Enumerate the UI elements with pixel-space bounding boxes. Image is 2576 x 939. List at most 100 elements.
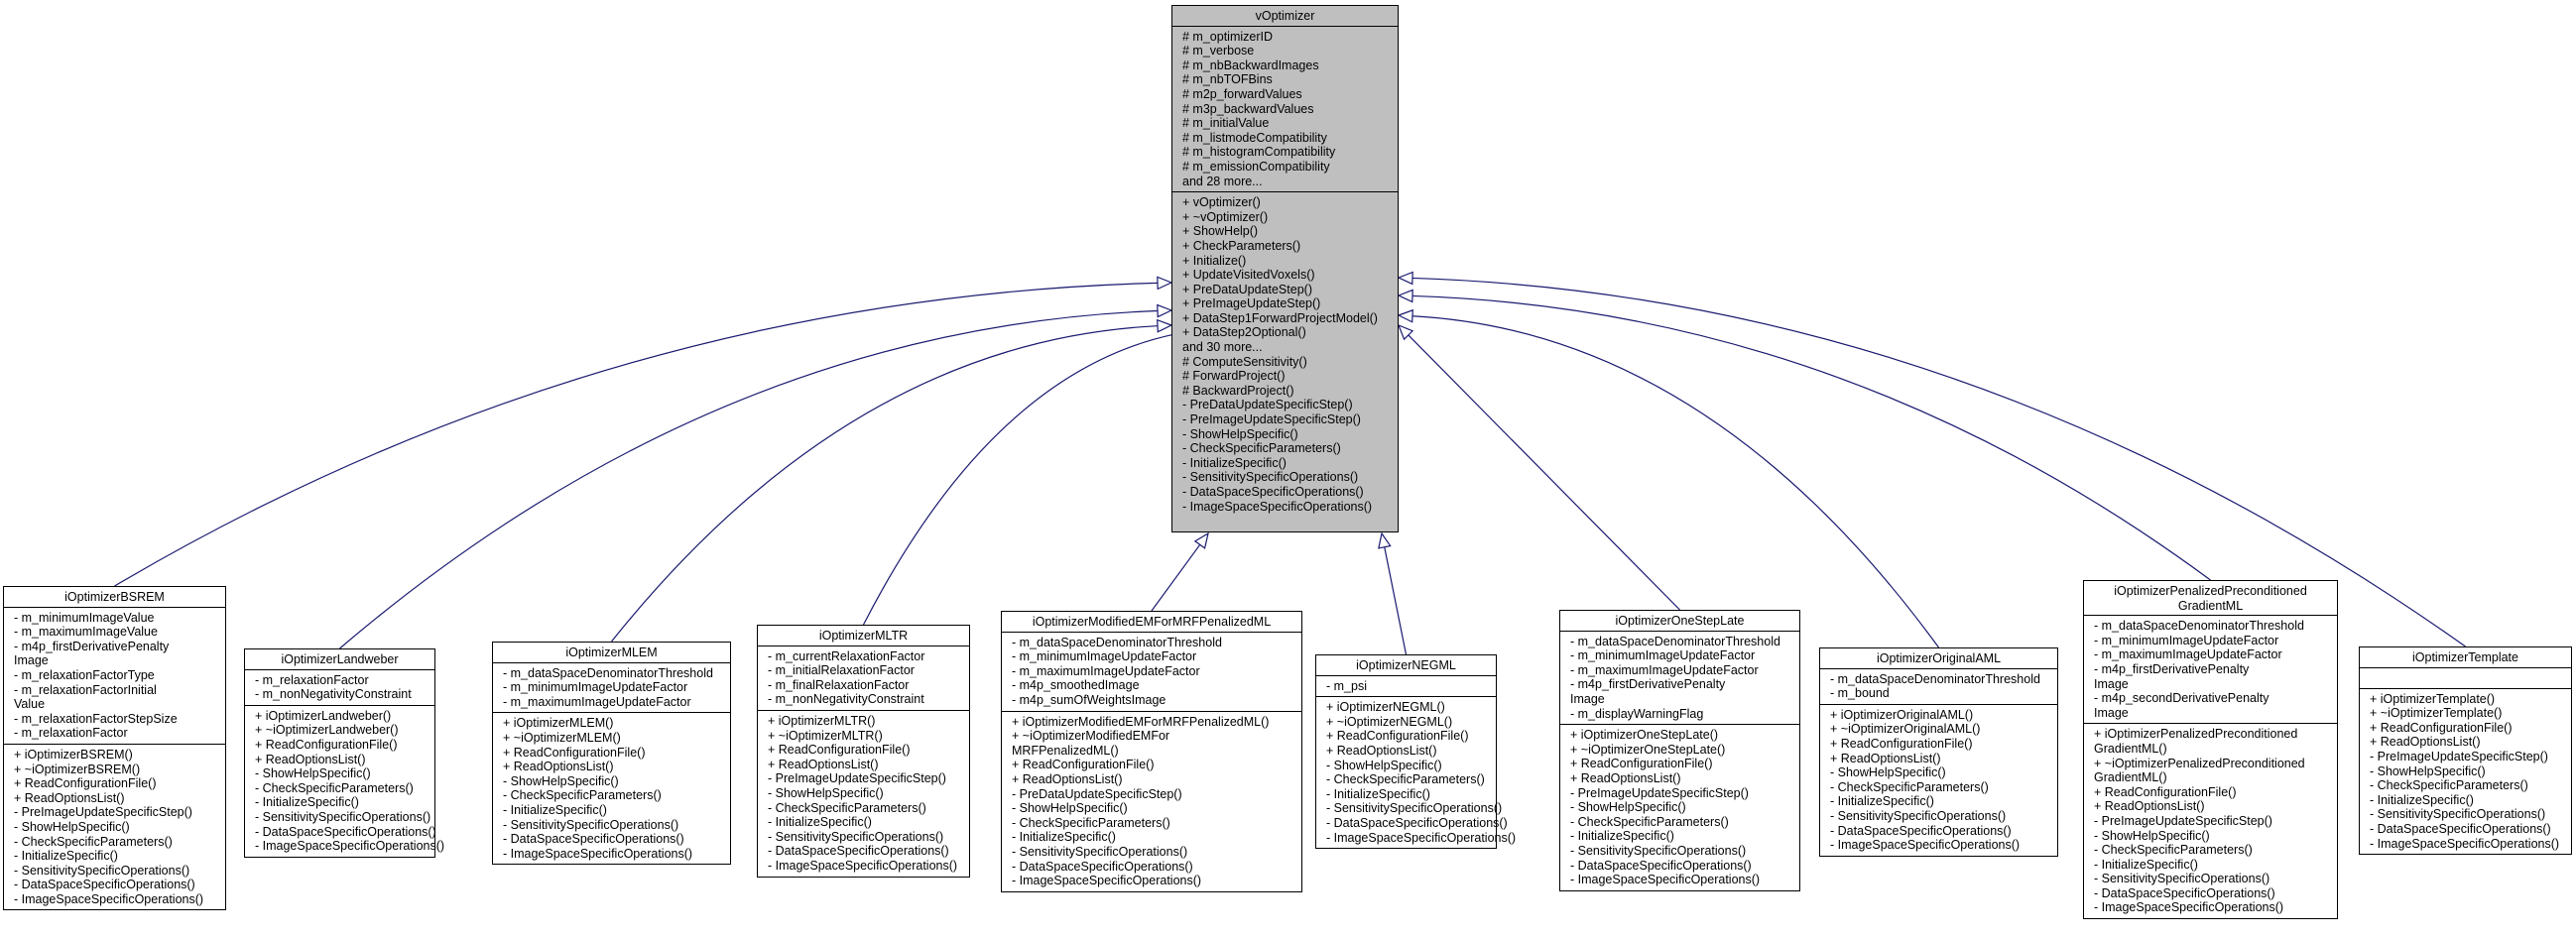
attribute: - m_minimumImageUpdateFactor bbox=[503, 680, 688, 695]
attribute: - m_currentRelaxationFactor bbox=[768, 648, 925, 663]
attribute: - m4p_firstDerivativePenalty bbox=[14, 639, 170, 653]
attribute: - m_dataSpaceDenominatorThreshold bbox=[1012, 635, 1222, 649]
method: + iOptimizerModifiedEMForMRFPenalizedML(… bbox=[1012, 714, 1270, 729]
inheritance-edge bbox=[1384, 546, 1408, 655]
method: - DataSpaceSpecificOperations() bbox=[503, 832, 684, 847]
attribute: - m4p_smoothedImage bbox=[1012, 678, 1140, 693]
class-name-line: iOptimizerPenalizedPreconditioned bbox=[2114, 584, 2307, 598]
method: + ~iOptimizerMLTR() bbox=[768, 728, 883, 743]
derived-class-box: iOptimizerOriginalAML- m_dataSpaceDenomi… bbox=[1819, 647, 2058, 857]
derived-class-box: iOptimizerTemplate + iOptimizerTemplate()… bbox=[2359, 646, 2572, 856]
method: - ShowHelpSpecific() bbox=[1012, 801, 1128, 816]
attribute: - m_bound bbox=[1830, 686, 1890, 701]
attribute: - m_relaxationFactorType bbox=[14, 667, 155, 682]
method: - CheckSpecificParameters() bbox=[1182, 441, 1341, 456]
attribute: # m_verbose bbox=[1182, 44, 1255, 59]
method: - InitializeSpecific() bbox=[768, 815, 872, 830]
inheritance-edge bbox=[114, 282, 1159, 587]
method: - DataSpaceSpecificOperations() bbox=[1570, 858, 1752, 873]
method: + ReadConfigurationFile() bbox=[768, 743, 911, 758]
method: - ShowHelpSpecific() bbox=[503, 773, 619, 788]
method: - PreImageUpdateSpecificStep() bbox=[2370, 749, 2548, 763]
inheritance-arrowhead bbox=[1157, 303, 1173, 318]
methods-section: + iOptimizerLandweber()+ ~iOptimizerLand… bbox=[245, 704, 444, 857]
attribute: - m_nonNegativityConstraint bbox=[255, 687, 412, 702]
method: + CheckParameters() bbox=[1182, 238, 1301, 253]
attribute: - m_dataSpaceDenominatorThreshold bbox=[2094, 619, 2304, 634]
method: - CheckSpecificParameters() bbox=[1570, 814, 1729, 829]
attribute: - m_initialRelaxationFactor bbox=[768, 663, 915, 678]
attributes-section: # m_optimizerID# m_verbose# m_nbBackward… bbox=[1172, 27, 1398, 192]
attribute: - m_dataSpaceDenominatorThreshold bbox=[503, 665, 713, 680]
methods-section: + iOptimizerMLEM()+ ~iOptimizerMLEM()+ R… bbox=[493, 712, 730, 864]
method: + ReadOptionsList() bbox=[768, 757, 879, 771]
method: - SensitivitySpecificOperations() bbox=[1830, 808, 2007, 823]
attribute: - m_dataSpaceDenominatorThreshold bbox=[1570, 634, 1780, 648]
method: + ReadOptionsList() bbox=[14, 790, 125, 805]
method: + iOptimizerOneStepLate() bbox=[1570, 728, 1719, 743]
method: - DataSpaceSpecificOperations() bbox=[14, 878, 195, 892]
method: + UpdateVisitedVoxels() bbox=[1182, 268, 1315, 283]
inheritance-edge bbox=[1408, 334, 1680, 611]
method: - PreImageUpdateSpecificStep() bbox=[14, 805, 192, 820]
methods-section: + iOptimizerNEGML()+ ~iOptimizerNEGML()+… bbox=[1316, 696, 1516, 848]
method: + ReadConfigurationFile() bbox=[2370, 720, 2513, 735]
attribute: # m2p_forwardValues bbox=[1182, 86, 1302, 101]
inheritance-arrowhead bbox=[1397, 289, 1413, 303]
attribute: - m_relaxationFactorInitial bbox=[14, 682, 157, 697]
attribute: # m_listmodeCompatibility bbox=[1182, 130, 1327, 145]
method: - ShowHelpSpecific() bbox=[2094, 828, 2210, 843]
method: + ReadConfigurationFile() bbox=[503, 745, 646, 760]
method: - PreImageUpdateSpecificStep() bbox=[1182, 412, 1361, 427]
method: and 30 more... bbox=[1182, 340, 1263, 355]
method: + ShowHelp() bbox=[1182, 224, 1259, 239]
methods-section: + iOptimizerBSREM()+ ~iOptimizerBSREM()+… bbox=[4, 743, 225, 910]
method: - ShowHelpSpecific() bbox=[2370, 763, 2486, 778]
attribute: - m_minimumImageUpdateFactor bbox=[2094, 633, 2279, 647]
method: - InitializeSpecific() bbox=[255, 795, 359, 810]
method: - InitializeSpecific() bbox=[2370, 792, 2474, 807]
class-name-line: iOptimizerNEGML bbox=[1356, 658, 1456, 672]
attribute: - m_finalRelaxationFactor bbox=[768, 677, 910, 692]
derived-class-box: iOptimizerNEGML- m_psi+ iOptimizerNEGML(… bbox=[1315, 654, 1516, 850]
method: + ~vOptimizer() bbox=[1182, 209, 1269, 224]
method: - SensitivitySpecificOperations() bbox=[1326, 801, 1503, 816]
method: - ImageSpaceSpecificOperations() bbox=[768, 858, 958, 873]
method: - DataSpaceSpecificOperations() bbox=[768, 844, 949, 859]
attribute: - m_maximumImageUpdateFactor bbox=[1570, 662, 1759, 677]
method: - PreImageUpdateSpecificStep() bbox=[1570, 785, 1749, 800]
class-name-line: iOptimizerBSREM bbox=[64, 590, 165, 604]
inheritance-arrowhead bbox=[1397, 271, 1413, 286]
class-name: iOptimizerModifiedEMForMRFPenalizedML bbox=[1002, 612, 1301, 633]
attribute: - m_relaxationFactorStepSize bbox=[14, 711, 178, 726]
method: + ReadConfigurationFile() bbox=[1326, 729, 1469, 744]
method: - SensitivitySpecificOperations() bbox=[1570, 843, 1747, 858]
inheritance-arrowhead bbox=[1397, 308, 1413, 323]
attribute: Image bbox=[2094, 676, 2129, 691]
method: + iOptimizerTemplate() bbox=[2370, 691, 2496, 706]
attribute: - m_maximumImageUpdateFactor bbox=[503, 694, 691, 709]
method: - ShowHelpSpecific() bbox=[768, 785, 884, 800]
attribute: Image bbox=[1570, 691, 1605, 706]
class-name-line: iOptimizerOneStepLate bbox=[1615, 614, 1745, 628]
class-name-line: iOptimizerTemplate bbox=[2412, 650, 2518, 664]
method: - InitializeSpecific() bbox=[503, 802, 607, 817]
method: + DataStep2Optional() bbox=[1182, 325, 1306, 340]
method: + ReadOptionsList() bbox=[1570, 770, 1681, 785]
method: + iOptimizerMLEM() bbox=[503, 716, 614, 731]
attribute: # m_optimizerID bbox=[1182, 29, 1273, 44]
method: - ShowHelpSpecific() bbox=[1830, 765, 1946, 780]
derived-class-box: iOptimizerOneStepLate - m_dataSpaceDenomi… bbox=[1559, 610, 1800, 891]
attribute: Image bbox=[2094, 705, 2129, 720]
methods-section: + vOptimizer()+ ~vOptimizer()+ ShowHelp(… bbox=[1172, 191, 1398, 517]
inheritance-edge bbox=[611, 325, 1159, 643]
method: + ~iOptimizerNEGML() bbox=[1326, 714, 1453, 729]
method: - ImageSpaceSpecificOperations() bbox=[2094, 900, 2284, 915]
method: + ~iOptimizerOriginalAML() bbox=[1830, 722, 1981, 737]
method: - CheckSpecificParameters() bbox=[2094, 843, 2253, 858]
method: - SensitivitySpecificOperations() bbox=[1182, 470, 1359, 485]
method: + ReadConfigurationFile() bbox=[1830, 736, 1973, 751]
class-name-line: iOptimizerOriginalAML bbox=[1876, 651, 2002, 665]
method: + ~iOptimizerLandweber() bbox=[255, 723, 399, 738]
